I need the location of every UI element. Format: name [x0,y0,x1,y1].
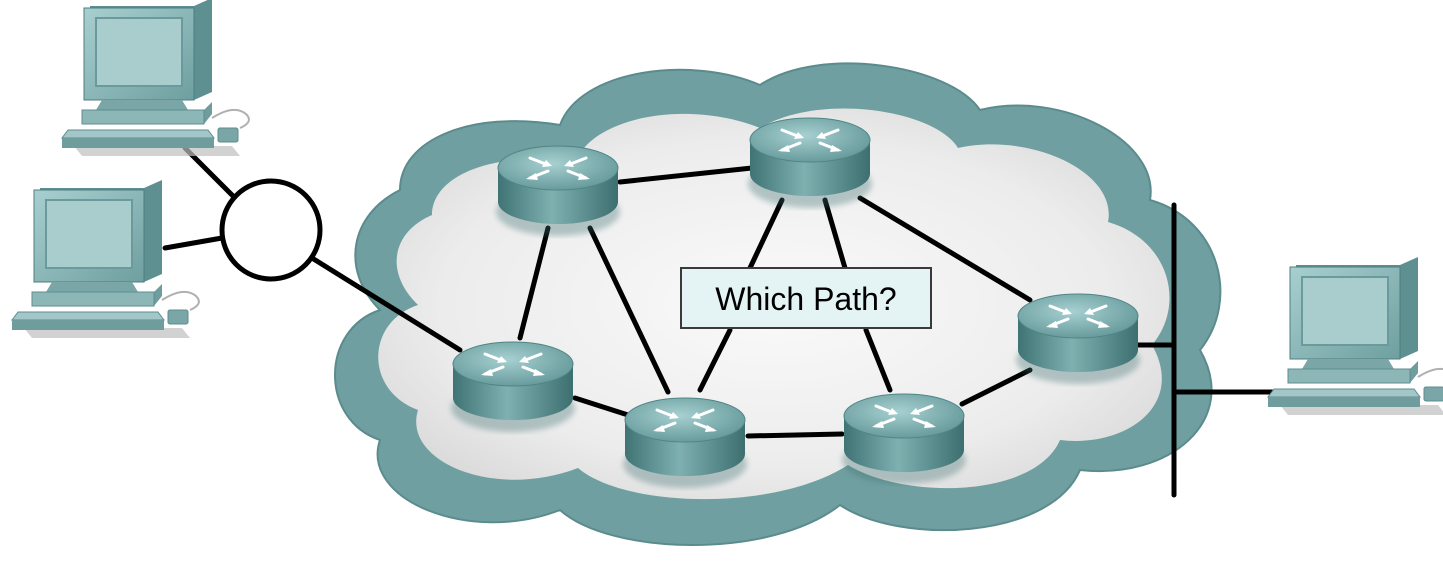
router-7 [1016,294,1140,384]
host-computer-2 [11,179,200,339]
router-2 [748,118,872,208]
router-6 [842,394,966,484]
which-path-label: Which Path? [680,267,932,329]
router-4 [451,342,575,432]
hub [219,178,323,282]
host-computer-3 [1267,256,1443,416]
network-links [162,145,1275,498]
router-1 [496,146,620,236]
host-computer-1 [61,0,250,157]
svg-text:Which Path?: Which Path? [715,281,896,317]
router-5 [623,398,747,488]
